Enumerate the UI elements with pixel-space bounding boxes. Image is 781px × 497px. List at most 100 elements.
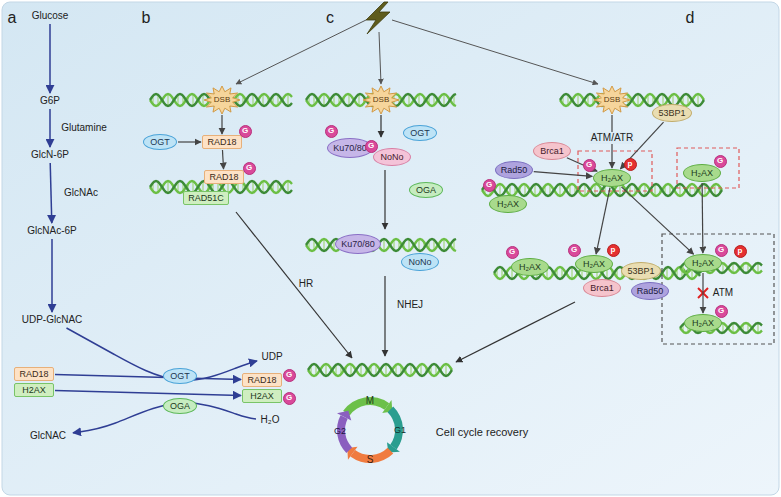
metabolite-text: Glucose	[26, 9, 74, 23]
arrow-line	[236, 212, 352, 358]
connector-arrow	[49, 109, 51, 147]
node-text: H₂AX	[692, 319, 714, 328]
connector-arrow	[67, 328, 258, 380]
dna-rung	[577, 94, 578, 106]
dsb-burst: DSB	[363, 86, 399, 114]
protein-ellipse: 53BP1	[621, 262, 661, 280]
dna-rung	[757, 263, 758, 273]
enzyme-ellipse: OGA	[163, 398, 197, 414]
connector-arrow	[50, 163, 52, 223]
panel-letter: d	[686, 10, 695, 26]
phospho-mark: p	[734, 245, 747, 258]
dna-strand	[308, 364, 452, 376]
connector-arrow	[178, 141, 201, 142]
histone-ellipse: H₂AX	[684, 314, 722, 332]
connector-arrow	[702, 273, 703, 313]
panel-letter: b	[142, 10, 151, 26]
dna-rung	[443, 239, 444, 251]
dna-rung	[697, 94, 698, 106]
glcnac-mark: G	[568, 244, 581, 257]
node-text: OGA	[170, 402, 190, 411]
dna-rung	[559, 184, 560, 196]
node-text: G	[571, 246, 577, 254]
node-text: UDP-GlcNAC	[22, 315, 83, 325]
protein-ellipse: Ku70/80	[335, 234, 381, 254]
node-text: H₂AX	[519, 263, 541, 272]
node-text: Ku70/80	[341, 240, 375, 249]
connector-arrow	[702, 183, 704, 253]
node-text: p	[628, 160, 633, 168]
protein-ellipse: Rad50	[495, 161, 533, 179]
annotation-label: HR	[299, 279, 313, 289]
connector-arrow	[534, 172, 593, 177]
metabolite-text: UDP	[258, 350, 286, 364]
enzyme-ellipse: OGT	[143, 134, 177, 150]
panel-letter: a	[8, 10, 17, 26]
dna-rung	[571, 267, 572, 279]
dna-strand	[560, 94, 704, 106]
dsb-burst: DSB	[594, 86, 630, 114]
dna-helix	[308, 364, 452, 376]
node-text: DSB	[604, 96, 620, 104]
edge-label: GlcNAc	[63, 187, 99, 199]
node-text: G	[717, 157, 723, 165]
metabolite-text: GlcNAC	[24, 429, 72, 443]
node-text: G	[718, 307, 724, 315]
glcnac-mark: G	[506, 246, 519, 259]
histone-ellipse: H₂AX	[489, 195, 527, 213]
protein-ellipse: NoNo	[401, 253, 439, 271]
node-text: H₂AX	[691, 169, 713, 178]
node-text: H₂AX	[692, 259, 714, 268]
arrow-line	[456, 302, 575, 362]
node-text: H₂AX	[583, 260, 605, 269]
node-text: RAD18	[247, 376, 276, 385]
annotation-label: G2	[334, 427, 346, 436]
node-text: H₂AX	[601, 174, 623, 183]
node-text: GlcN-6P	[31, 150, 69, 160]
node-text: RAD18	[207, 138, 236, 147]
histone-ellipse: H₂AX	[684, 254, 722, 272]
phospho-mark: p	[624, 158, 637, 171]
node-text: 53BP1	[658, 109, 685, 118]
cell-cycle-arrowhead	[337, 411, 351, 421]
dsb-star	[363, 86, 399, 114]
annotation-label: NHEJ	[397, 300, 423, 310]
histone-ellipse: H₂AX	[683, 164, 721, 182]
dna-rung	[323, 239, 324, 251]
node-text: GlcNAc-6P	[27, 226, 76, 236]
node-text: H₂O	[261, 415, 280, 425]
node-text: H2AX	[250, 392, 274, 401]
node-text: OGT	[410, 129, 430, 138]
node-text: NoNo	[408, 258, 431, 267]
edge-label: Glutamine	[60, 122, 108, 134]
node-text: GlcNAC	[30, 431, 66, 441]
connector-arrow	[221, 115, 222, 134]
glcnac-mark: G	[325, 125, 338, 138]
node-text: UDP	[261, 352, 282, 362]
arrow-line	[236, 20, 366, 84]
glcnac-mark: G	[483, 179, 496, 192]
glcnac-mark: G	[714, 155, 727, 168]
connector-arrow	[49, 24, 51, 93]
connector-arrow	[51, 239, 53, 312]
node-text: 53BP1	[627, 267, 654, 276]
edge-label: ATM	[712, 287, 734, 299]
protein-ellipse: NoNo	[373, 148, 411, 166]
node-text: Glucose	[32, 11, 69, 21]
node-text: G	[718, 246, 724, 254]
protein-box: H2AX	[242, 389, 282, 403]
dna-rung	[167, 94, 168, 106]
node-text: OGT	[170, 372, 190, 381]
dna-rung	[325, 364, 326, 376]
arrow-line	[379, 32, 381, 84]
connector-arrow	[596, 188, 610, 254]
node-text: Rad50	[637, 287, 664, 296]
protein-box: RAD18	[202, 135, 242, 149]
node-text: OGT	[150, 138, 170, 147]
dashed-frame	[662, 234, 774, 344]
connector-arrow	[567, 158, 597, 172]
glcnac-mark: G	[715, 305, 728, 318]
node-text: G	[286, 371, 292, 379]
histone-ellipse: H₂AX	[593, 169, 631, 187]
